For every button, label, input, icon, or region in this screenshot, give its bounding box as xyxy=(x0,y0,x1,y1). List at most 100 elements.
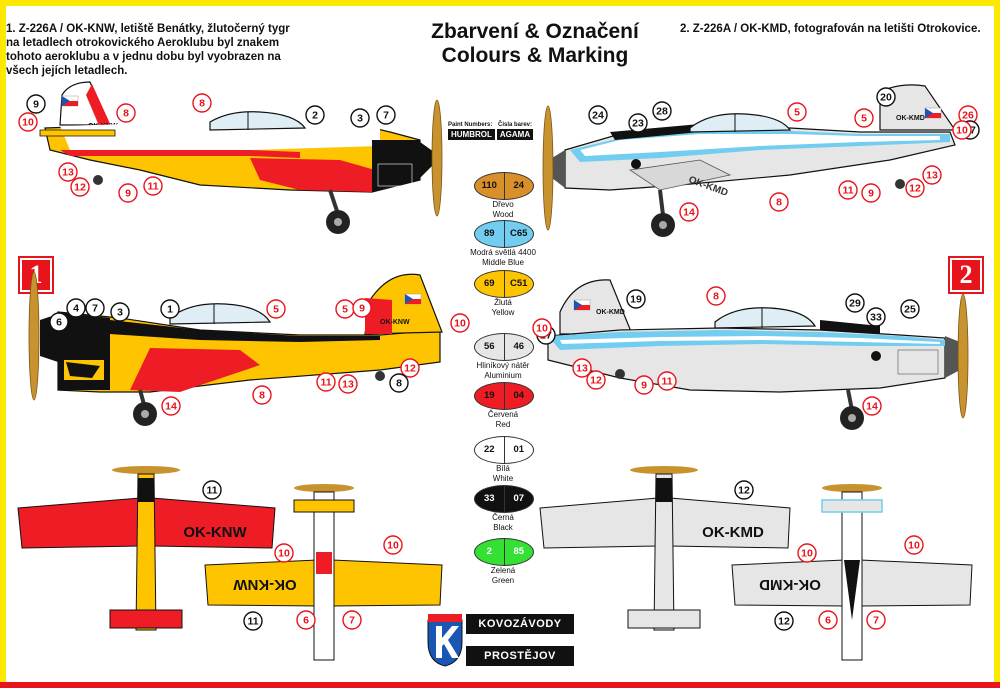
scheme1-plan-prop xyxy=(112,466,180,474)
scheme2-stripe-white xyxy=(580,134,940,156)
callout-number: 10 xyxy=(956,125,968,137)
scheme1-side-red-wing xyxy=(130,348,260,392)
callout-circle xyxy=(389,373,409,393)
scheme1-wheel-hub xyxy=(334,218,342,226)
callout-number: 10 xyxy=(22,117,34,129)
scheme2-fin-reg: OK-KMD xyxy=(896,115,925,122)
callout-circle xyxy=(706,286,726,306)
callout-number: 7 xyxy=(383,110,389,122)
scheme2-anti-glare xyxy=(610,124,700,140)
callout-circle xyxy=(769,192,789,212)
scheme2-plan-lower-prop xyxy=(822,484,882,492)
callout-circle xyxy=(797,543,817,563)
swatch-humbrol-number: 69 xyxy=(475,271,505,297)
callout-number: 5 xyxy=(794,107,800,119)
scheme1-plan-lower: OK-KNW xyxy=(204,484,443,661)
callout-circle xyxy=(118,183,138,203)
callout-number: 12 xyxy=(590,375,602,387)
swatch-agama-number: 07 xyxy=(513,493,525,504)
callout-circle xyxy=(66,298,86,318)
callout-number: 7 xyxy=(873,615,879,627)
scheme2-plan-upper-tail xyxy=(627,609,701,629)
scheme1-red-stripe xyxy=(60,150,300,158)
scheme1-tailplane xyxy=(39,129,116,137)
callout-number: 10 xyxy=(908,540,920,552)
swatch-humbrol-number: 110 xyxy=(475,173,505,199)
scheme2-badge: 2 xyxy=(950,258,982,292)
scheme1-tailwheel xyxy=(93,175,103,185)
swatch-agama-number: 85 xyxy=(513,546,525,557)
callout-circle xyxy=(296,610,316,630)
callout-number: 26 xyxy=(962,110,974,122)
scheme1-plan-lower-fuselage xyxy=(313,491,335,661)
swatch-name-cz: Hliníkový nátěr xyxy=(476,361,530,370)
frame-top xyxy=(0,0,1000,6)
scheme1-side-canopy xyxy=(169,303,272,325)
scheme1-side-tailwheel xyxy=(375,371,385,381)
callout-circle xyxy=(734,480,754,500)
swatch-name-cz: Žlutá xyxy=(494,298,512,307)
scheme2-plan-lower: OK-KMD xyxy=(731,484,973,661)
callout-circle xyxy=(350,108,370,128)
scheme1-flag-blue xyxy=(62,96,70,106)
callout-circle xyxy=(116,103,136,123)
callout-circle xyxy=(588,105,608,125)
callout-number: 9 xyxy=(868,188,874,200)
scheme1-plan-lower-tail xyxy=(293,499,355,513)
callout-circle xyxy=(49,312,69,332)
callout-number: 5 xyxy=(861,113,867,125)
callout-number: 8 xyxy=(123,108,129,120)
scheme1-tiger-stripes xyxy=(66,362,100,378)
scheme2-plan-upper-nose xyxy=(656,478,672,502)
callout-circle xyxy=(161,396,181,416)
scheme2-wing-root xyxy=(628,159,732,191)
callout-circle xyxy=(376,105,396,125)
scheme1-side-propeller xyxy=(28,271,40,401)
legend-brand-agama: AGAMA xyxy=(496,129,534,140)
callout-number: 5 xyxy=(342,304,348,316)
page-title: Zbarvení & Označení Colours & Marking xyxy=(400,20,670,68)
callout-circle xyxy=(866,610,886,630)
scheme1-caption: 1. Z-226A / OK-KNW, letiště Benátky, žlu… xyxy=(6,23,290,77)
scheme2-plan-lower-tail xyxy=(821,499,883,513)
callout-number: 12 xyxy=(778,616,790,628)
callout-number: 1 xyxy=(167,304,173,316)
swatch-name-en: Wood xyxy=(492,210,514,219)
swatch-name-en: Yellow xyxy=(491,308,515,317)
scheme1-fin-stripe xyxy=(86,84,112,128)
swatch-agama-number: C65 xyxy=(510,228,528,239)
callout-circle xyxy=(845,293,865,313)
callout-circle xyxy=(143,176,163,196)
scheme1-side-black-stripe xyxy=(110,320,380,342)
callout-number: 9 xyxy=(359,303,365,315)
callout-number: 10 xyxy=(454,318,466,330)
frame-right xyxy=(994,0,1000,688)
scheme2-propeller xyxy=(542,105,554,231)
callout-number: 7 xyxy=(92,303,98,315)
swatch-name-cz: Dřevo xyxy=(492,200,514,209)
callout-circle xyxy=(628,113,648,133)
callout-number: 11 xyxy=(661,376,672,388)
scheme2-cat-emblem xyxy=(631,159,641,169)
callout-circle xyxy=(866,307,886,327)
swatch-name-en: Red xyxy=(495,420,511,429)
callout-circle xyxy=(862,396,882,416)
callout-circle xyxy=(952,120,972,140)
scheme2-plan-upper-fuselage xyxy=(653,473,675,631)
callout-number: 11 xyxy=(320,377,331,389)
callout-number: 28 xyxy=(656,106,668,118)
scheme1-canopy xyxy=(209,111,307,131)
callout-circle xyxy=(110,302,130,322)
callout-number: 4 xyxy=(73,303,79,315)
callout-circle xyxy=(861,183,881,203)
swatch-name-cz: Modrá světlá 4400 xyxy=(470,248,536,257)
kovozavody-logo: KOVOZÁVODY PROSTĚJOV xyxy=(426,612,574,668)
scheme1-profile-side: OK-KNW xyxy=(28,271,443,426)
paint-legend-header: Paint Numbers: Čísla barev: HUMBROL AGAM… xyxy=(448,122,558,140)
